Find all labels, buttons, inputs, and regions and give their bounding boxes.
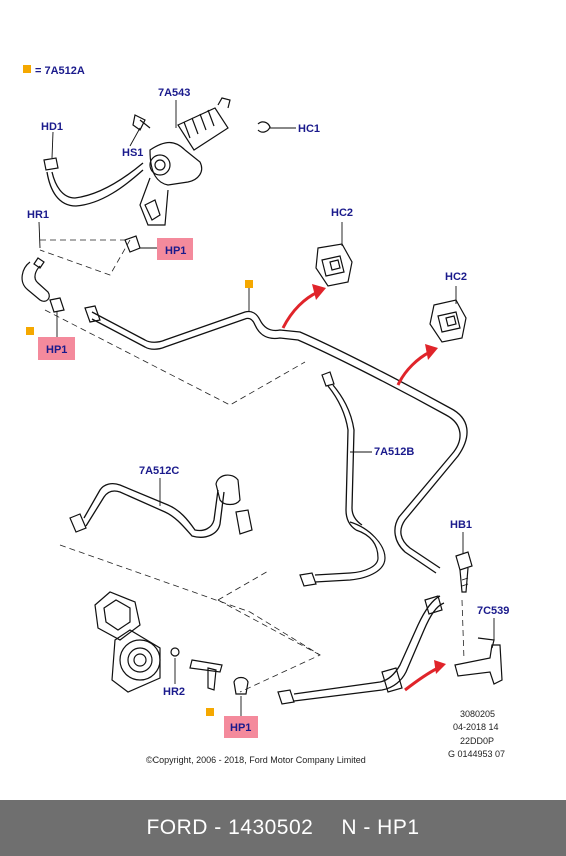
master-cylinder bbox=[43, 97, 271, 253]
ref-line-1: 3080205 bbox=[460, 709, 495, 719]
o-ring-hr2 bbox=[170, 647, 180, 657]
ref-line-2: 04-2018 14 bbox=[453, 722, 499, 732]
ref-line-3: 22DD0P bbox=[460, 736, 494, 746]
footer-brand: FORD - 1430502 bbox=[146, 816, 314, 839]
label-HS1: HS1 bbox=[122, 147, 143, 159]
label-HR1: HR1 bbox=[27, 209, 49, 221]
legend-text: = 7A512A bbox=[35, 65, 85, 77]
arrow-bracket-head bbox=[434, 660, 446, 674]
hp1-label-c: HP1 bbox=[230, 722, 251, 734]
label-HC2-a: HC2 bbox=[331, 207, 353, 219]
footer-bar: FORD - 1430502 N - HP1 bbox=[0, 800, 566, 856]
hp1-label-b: HP1 bbox=[46, 344, 67, 356]
brake-pipe-lower bbox=[277, 595, 445, 705]
legend-marker-mid bbox=[245, 280, 253, 288]
label-7A512B: 7A512B bbox=[374, 446, 414, 458]
hp1-label-a: HP1 bbox=[165, 245, 186, 257]
legend-marker bbox=[23, 65, 31, 73]
parts-diagram: = 7A512A bbox=[21, 65, 509, 765]
bolt-hb1 bbox=[455, 551, 473, 593]
legend-marker-bottom bbox=[206, 708, 214, 716]
ref-line-4: G 0144953 07 bbox=[448, 749, 505, 759]
brake-pipe-7A512C bbox=[69, 474, 253, 538]
arrow-hc2-b bbox=[396, 350, 431, 386]
hp1-highlight-b: HP1 bbox=[38, 337, 75, 360]
brake-pipe-7A512A bbox=[84, 305, 468, 574]
bleed-fitting bbox=[189, 659, 223, 691]
clip-hc2-a bbox=[315, 243, 353, 287]
copyright: ©Copyright, 2006 - 2018, Ford Motor Comp… bbox=[146, 755, 366, 765]
bracket-7C539 bbox=[454, 637, 503, 685]
slave-cylinder bbox=[94, 591, 161, 693]
label-HR2: HR2 bbox=[163, 686, 185, 698]
clip-hc2-b bbox=[429, 299, 467, 343]
legend-marker-left bbox=[26, 327, 34, 335]
label-7A543: 7A543 bbox=[158, 87, 190, 99]
arrow-bracket bbox=[404, 666, 439, 692]
union-fitting-left bbox=[21, 257, 65, 313]
label-7C539: 7C539 bbox=[477, 605, 509, 617]
label-7A512C: 7A512C bbox=[139, 465, 179, 477]
label-HB1: HB1 bbox=[450, 519, 472, 531]
label-HC1: HC1 bbox=[298, 123, 320, 135]
label-HC2-b: HC2 bbox=[445, 271, 467, 283]
hp1-highlight-c: HP1 bbox=[224, 716, 258, 738]
label-HD1: HD1 bbox=[41, 121, 63, 133]
footer-part: N - HP1 bbox=[341, 816, 420, 839]
arrow-hc2-b-head bbox=[425, 344, 438, 360]
hp1-highlight-a: HP1 bbox=[157, 238, 193, 260]
arrow-hc2-a-head bbox=[312, 284, 326, 300]
arrow-hc2-a bbox=[281, 290, 319, 329]
brake-pipe-7A512B bbox=[299, 371, 386, 587]
